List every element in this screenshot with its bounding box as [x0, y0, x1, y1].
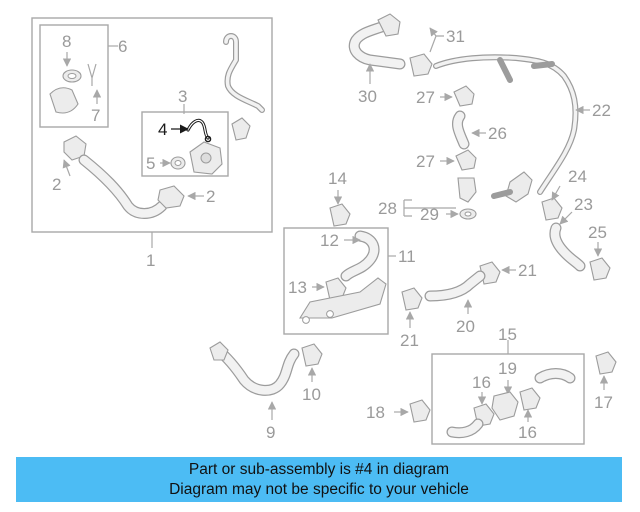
callout-26: 26	[488, 124, 507, 143]
part-7-clip	[87, 63, 102, 104]
part-31-clamp	[409, 28, 444, 77]
callout-30: 30	[358, 87, 377, 106]
part-3-housing	[183, 104, 223, 175]
part-25-clamp	[589, 242, 611, 281]
callout-13: 13	[288, 278, 307, 297]
part-4-highlighted-tube	[171, 118, 212, 143]
callout-9: 9	[266, 423, 275, 442]
part-main-hose	[78, 154, 168, 219]
callout-12: 12	[320, 231, 339, 250]
part-26-hose	[452, 110, 486, 150]
part-20-hose	[424, 270, 486, 314]
callout-25: 25	[588, 223, 607, 242]
part-14-clamp	[329, 190, 351, 227]
callout-21-right: 21	[518, 261, 537, 280]
part-28-fitting	[403, 177, 477, 217]
part-21-clamp-right	[479, 261, 516, 285]
callout-15: 15	[498, 325, 517, 344]
callout-8: 8	[62, 32, 71, 51]
group-11-box	[283, 227, 396, 335]
callout-14: 14	[328, 169, 347, 188]
part-29-washer	[446, 208, 477, 220]
callout-2-left: 2	[52, 175, 61, 194]
part-10-clamp	[301, 343, 323, 382]
part-8-seal	[49, 52, 82, 114]
part-5-oring	[160, 156, 186, 170]
part-15-fitting	[446, 391, 519, 439]
part-27-clamp-lower	[440, 149, 477, 171]
part-19-hose	[503, 368, 576, 395]
callout-24: 24	[568, 167, 587, 186]
callout-4-highlighted: 4	[158, 120, 167, 139]
callout-20: 20	[456, 317, 475, 336]
part-2-clamp-right	[157, 185, 204, 209]
callout-2-right: 2	[206, 187, 215, 206]
callout-6: 6	[118, 37, 127, 56]
parts-diagram: 1 2 2 3 4 5 6 7 8 9 10 11 12 13 14 15 16…	[31, 13, 617, 445]
callout-11: 11	[398, 247, 416, 266]
part-30-hose	[348, 13, 406, 84]
callout-22: 22	[592, 101, 611, 120]
callout-1: 1	[146, 251, 155, 270]
part-9-hose	[209, 341, 300, 420]
part-12-hose	[340, 230, 380, 282]
callout-16-right: 16	[518, 423, 537, 442]
group-15-box	[431, 340, 585, 445]
callout-31: 31	[446, 27, 465, 46]
banner-line-part-number: Part or sub-assembly is #4 in diagram	[188, 461, 450, 478]
part-27-clamp-upper	[440, 85, 475, 107]
callout-5: 5	[146, 154, 155, 173]
callout-19: 19	[498, 359, 517, 378]
callout-7: 7	[91, 106, 100, 125]
callout-17: 17	[594, 393, 613, 412]
callout-23: 23	[574, 195, 593, 214]
info-banner: Part or sub-assembly is #4 in diagram Di…	[16, 457, 622, 502]
callout-3: 3	[178, 87, 187, 106]
callout-29: 29	[420, 205, 439, 224]
part-17-clamp	[595, 351, 617, 390]
callout-10: 10	[302, 385, 321, 404]
part-22-pipe	[433, 54, 590, 195]
callout-labels: 1 2 2 3 4 5 6 7 8 9 10 11 12 13 14 15 16…	[52, 27, 613, 442]
banner-line-disclaimer: Diagram may not be specific to your vehi…	[169, 481, 469, 498]
part-thermostat-junction	[491, 171, 533, 203]
group-1-box	[31, 17, 273, 248]
part-coolant-pipe-upper	[223, 33, 265, 141]
callout-16-left: 16	[472, 373, 491, 392]
part-24-clamp	[541, 185, 563, 221]
part-18-clamp	[394, 399, 431, 423]
part-coolant-flange-pipe	[299, 277, 387, 324]
callout-28: 28	[378, 199, 397, 218]
callout-27-upper: 27	[416, 88, 435, 107]
part-23-hose	[549, 211, 586, 272]
part-16-clamp-right	[519, 387, 541, 422]
part-13-clamp	[312, 277, 347, 301]
part-21-clamp-left	[401, 287, 423, 328]
callout-18: 18	[366, 403, 385, 422]
callout-21-left: 21	[400, 331, 419, 350]
callout-27-lower: 27	[416, 152, 435, 171]
